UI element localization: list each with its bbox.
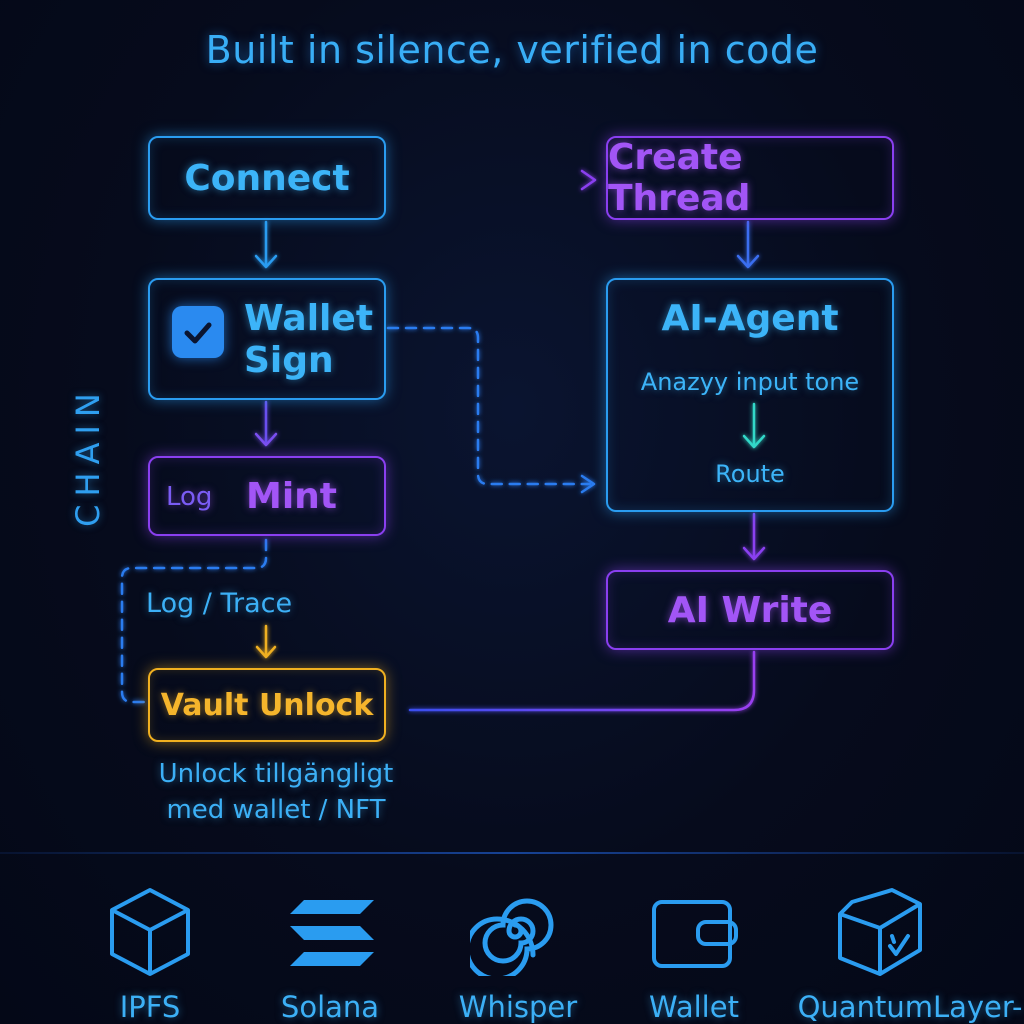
node-vault-unlock: Vault Unlock xyxy=(148,668,386,742)
annotation-unlock-line1: Unlock tillgängligt xyxy=(158,759,394,789)
checkbox-icon xyxy=(172,306,224,358)
node-mint-label: Mint xyxy=(246,476,338,517)
arrowhead xyxy=(742,434,766,449)
node-wallet-sign: Wallet Sign xyxy=(148,278,386,400)
footer-label-wallet: Wallet xyxy=(649,990,739,1024)
annotation-unlock-line2: med wallet / NFT xyxy=(166,795,386,825)
arrowhead xyxy=(736,254,760,269)
annotation-unlock-note: Unlock tillgängligt med wallet / NFT xyxy=(148,756,404,828)
node-ai-agent-title: AI-Agent xyxy=(661,298,839,339)
arrowhead xyxy=(254,254,278,269)
edge-walletsign-aiagent-dashed xyxy=(386,326,592,486)
footer-label-whisper: Whisper xyxy=(458,990,578,1024)
node-ai-agent: AI-Agent Anazyy input tone Route xyxy=(606,278,894,512)
node-ai-agent-route: Route xyxy=(715,460,785,488)
arrowhead xyxy=(580,474,596,494)
arrowhead xyxy=(580,169,597,191)
quantum-cube-icon xyxy=(838,888,922,976)
footer-divider xyxy=(0,852,1024,854)
cube-icon xyxy=(110,888,190,976)
annotation-log-trace: Log / Trace xyxy=(146,588,293,619)
footer-label-ipfs: IPFS xyxy=(119,990,181,1024)
node-ai-agent-input: Anazyy input tone xyxy=(640,368,860,396)
side-label-chain: CHAIN xyxy=(69,385,107,527)
node-wallet-sign-line2: Sign xyxy=(244,340,334,381)
spiral-icon xyxy=(470,898,554,976)
arrowhead xyxy=(742,546,766,561)
node-create-thread: Create Thread xyxy=(606,136,894,220)
edge-aiwrite-vault xyxy=(408,650,756,712)
node-log-mint: Log Mint xyxy=(148,456,386,536)
footer-label-solana: Solana xyxy=(280,990,380,1024)
wallet-icon xyxy=(652,900,738,968)
arrowhead xyxy=(255,645,277,659)
node-log-prefix: Log xyxy=(166,482,213,512)
footer-label-quantumlayer: QuantumLayer- xyxy=(797,990,1023,1024)
node-connect: Connect xyxy=(148,136,386,220)
node-ai-write-label: AI Write xyxy=(667,589,833,631)
solana-icon xyxy=(290,900,374,966)
diagram-title: Built in silence, verified in code xyxy=(205,28,819,72)
node-connect-label: Connect xyxy=(184,157,350,199)
node-ai-write: AI Write xyxy=(606,570,894,650)
edge-mint-vault-dashed xyxy=(120,538,268,704)
node-vault-unlock-label: Vault Unlock xyxy=(160,687,374,723)
node-wallet-sign-line1: Wallet xyxy=(244,298,374,339)
node-create-thread-label: Create Thread xyxy=(608,137,751,219)
arrowhead xyxy=(254,432,278,447)
